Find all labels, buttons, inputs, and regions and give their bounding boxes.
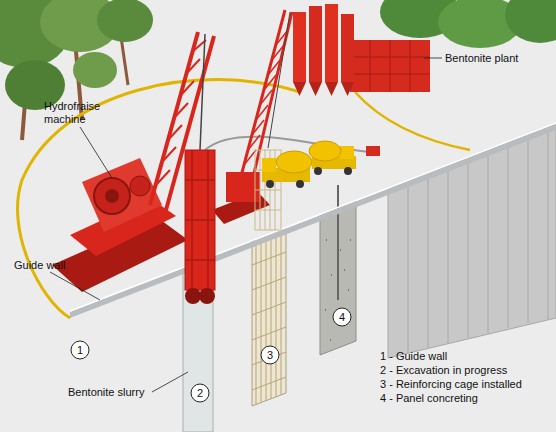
callout-circle [333, 308, 351, 326]
key-note: 3 - Reinforcing cage installed [380, 378, 522, 391]
callout-circle [261, 346, 279, 364]
callout-number: 1 [71, 344, 89, 357]
slurry-hose [355, 92, 470, 150]
crane-boom [240, 10, 285, 180]
guide-wall-band [70, 124, 556, 318]
trees-left [0, 0, 153, 140]
leader-line [152, 372, 188, 392]
cage-panel [252, 228, 286, 406]
frame-detail [185, 150, 215, 290]
guide-wall-edge [70, 123, 556, 311]
plant-building [350, 40, 430, 92]
winch-drum [130, 176, 150, 196]
wheel [296, 180, 304, 188]
panel-joints [408, 127, 548, 353]
mixer-drum [309, 141, 341, 161]
part-label: Bentonite plant [445, 52, 518, 65]
pump-unit [366, 146, 380, 156]
truck-cab [262, 158, 276, 172]
mixer-drum [276, 151, 312, 173]
bentonite-plant [293, 4, 430, 156]
truck-cab [340, 146, 354, 159]
silo [341, 14, 354, 82]
callout-circle [71, 341, 89, 359]
panel-cage [252, 228, 286, 406]
key-note: 2 - Excavation in progress [380, 364, 507, 377]
crane [212, 10, 292, 230]
hose-reel [94, 178, 130, 214]
hoses [18, 80, 470, 318]
boom-lattice [244, 30, 288, 165]
callout-number: 2 [191, 387, 209, 400]
key-note: 1 - Guide wall [380, 350, 447, 363]
hydrofraise [52, 32, 215, 304]
tremie-pipe [337, 185, 339, 300]
wheel [266, 180, 274, 188]
key-note: 4 - Panel concreting [380, 392, 478, 405]
callout-circle [191, 384, 209, 402]
tree-crown [73, 52, 117, 88]
cutter-wheel [185, 288, 201, 304]
callout-number: 3 [261, 349, 279, 362]
leader-line [80, 127, 112, 178]
wheel [344, 167, 352, 175]
cutter-wheel [199, 288, 215, 304]
suspension-cable [200, 34, 205, 150]
tree-crown [97, 0, 153, 42]
guide-wall [70, 123, 556, 318]
silo-cones [293, 82, 354, 96]
part-label: Bentonite slurry [68, 386, 144, 399]
cutter-frame [185, 150, 215, 290]
plant-grid [350, 40, 430, 92]
callout-number: 4 [333, 311, 351, 324]
silo [325, 4, 338, 82]
leader-line [424, 58, 442, 59]
silo [309, 6, 322, 82]
machine-house [82, 158, 162, 232]
leader-line [50, 272, 100, 300]
leader-lines [50, 58, 442, 392]
part-label: Hydrofraise machine [44, 100, 110, 126]
hoist-cable [268, 12, 290, 148]
wheel [314, 167, 322, 175]
truck-mixers [262, 141, 356, 188]
reel-hub [105, 189, 119, 203]
silo [293, 12, 306, 82]
part-label: Guide wall [14, 259, 65, 272]
tree-crown [505, 0, 556, 43]
reinforcing-bars [252, 230, 286, 405]
